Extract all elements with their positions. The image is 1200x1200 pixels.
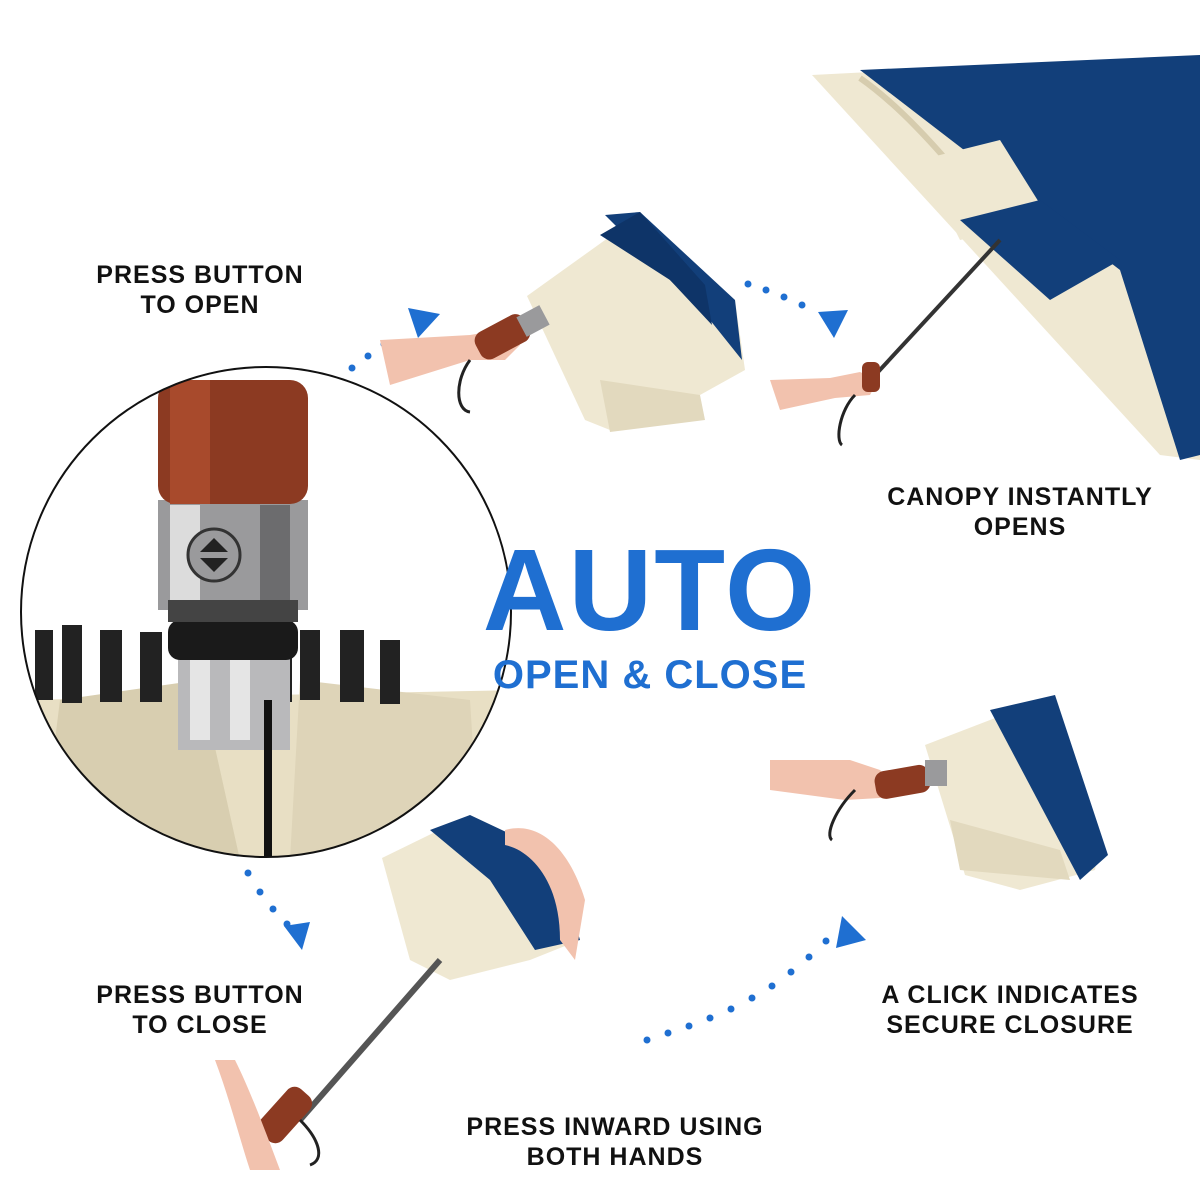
- headline-main: AUTO: [482, 525, 818, 655]
- label-press-close: PRESS BUTTON TO CLOSE: [60, 980, 340, 1040]
- label-press-open: PRESS BUTTON TO OPEN: [60, 260, 340, 320]
- label-line: PRESS BUTTON: [96, 981, 304, 1009]
- label-line: OPENS: [973, 513, 1067, 541]
- label-press-inward: PRESS INWARD USING BOTH HANDS: [430, 1112, 800, 1172]
- closed-umbrella-illustration-top: [380, 212, 745, 432]
- open-umbrella-illustration: [770, 55, 1200, 460]
- headline: AUTO OPEN & CLOSE: [430, 530, 870, 700]
- headline-sub: OPEN & CLOSE: [492, 653, 808, 697]
- label-line: SECURE CLOSURE: [886, 1011, 1134, 1039]
- label-line: PRESS INWARD USING: [466, 1113, 764, 1141]
- label-line: TO OPEN: [140, 291, 260, 319]
- label-line: BOTH HANDS: [526, 1143, 704, 1171]
- label-line: CANOPY INSTANTLY: [887, 483, 1153, 511]
- closing-umbrella-illustration: [215, 815, 585, 1170]
- label-canopy-opens: CANOPY INSTANTLY OPENS: [860, 482, 1180, 542]
- label-line: PRESS BUTTON: [96, 261, 304, 289]
- closed-umbrella-illustration-bottom: [770, 695, 1108, 890]
- arrow-triangle-icon: [284, 308, 866, 950]
- label-line: A CLICK INDICATES: [881, 981, 1139, 1009]
- label-click-secure: A CLICK INDICATES SECURE CLOSURE: [860, 980, 1160, 1040]
- label-line: TO CLOSE: [132, 1011, 268, 1039]
- open-close-button-icon: [186, 527, 242, 583]
